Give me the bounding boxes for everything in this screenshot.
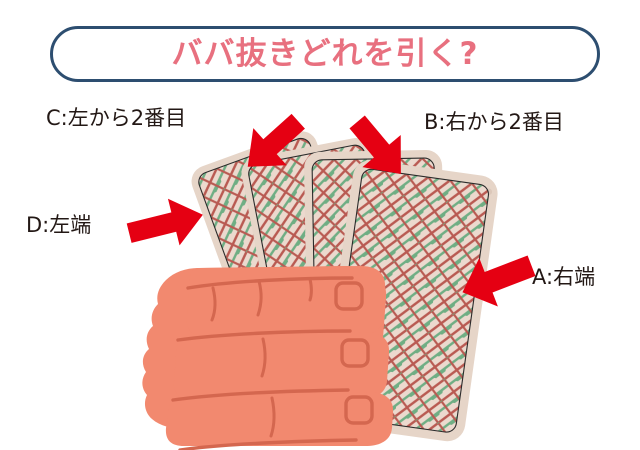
title-box: ババ抜きどれを引く? xyxy=(50,26,600,82)
arrow-to-card-d xyxy=(126,196,206,252)
arrow-to-card-b xyxy=(346,112,412,184)
label-choice-b: B:右から2番目 xyxy=(424,110,564,134)
arrow-to-card-c xyxy=(240,108,306,180)
label-choice-c: C:左から2番目 xyxy=(46,106,187,130)
page-title: ババ抜きどれを引く? xyxy=(171,35,479,72)
label-choice-d: D:左端 xyxy=(26,213,92,237)
hand xyxy=(142,266,394,450)
label-choice-a: A:右端 xyxy=(532,265,596,289)
arrow-to-card-a xyxy=(458,248,536,310)
